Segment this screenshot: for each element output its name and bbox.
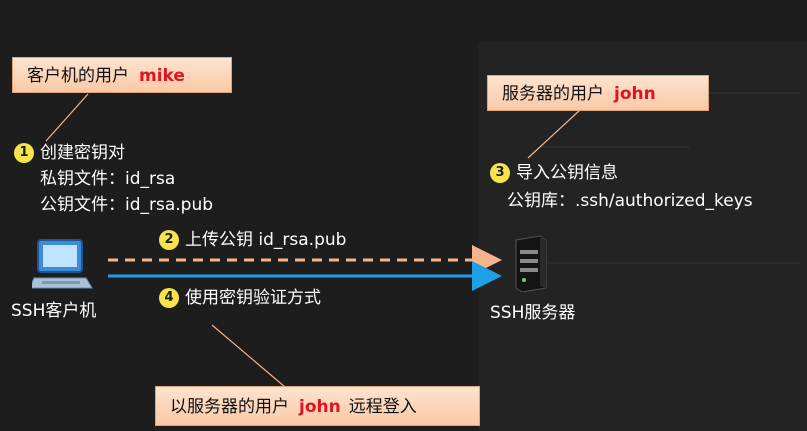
- step4-text: 使用密钥验证方式: [185, 288, 321, 308]
- login-username: john: [299, 397, 341, 417]
- step1-private-key: 私钥文件：id_rsa: [40, 169, 176, 189]
- login-callout: 以服务器的用户 john 远程登入: [155, 386, 480, 426]
- step3-key-store: 公钥库：.ssh/authorized_keys: [507, 191, 753, 211]
- step1-public-key: 公钥文件：id_rsa.pub: [40, 195, 214, 215]
- server-username: john: [614, 84, 656, 104]
- step1-title-text: 创建密钥对: [40, 143, 125, 163]
- client-username: mike: [139, 66, 185, 86]
- step3-title: 3 导入公钥信息: [490, 160, 618, 186]
- server-callout-pointer: [527, 109, 581, 159]
- server-user-prefix: 服务器的用户: [502, 84, 604, 104]
- login-suffix: 远程登入: [348, 397, 417, 417]
- server-label: SSH服务器: [490, 303, 576, 323]
- step4-badge: 4: [159, 288, 179, 308]
- client-user-prefix: 客户机的用户: [27, 66, 129, 86]
- step1-badge: 1: [14, 143, 34, 163]
- background-line: [540, 146, 690, 148]
- login-prefix: 以服务器的用户: [170, 397, 289, 417]
- step1-title: 1 创建密钥对: [14, 140, 125, 166]
- computer-icon: [32, 239, 93, 289]
- step2-label: 2 上传公钥 id_rsa.pub: [159, 227, 346, 253]
- login-callout-pointer: [211, 324, 286, 388]
- step3-badge: 3: [490, 163, 510, 183]
- step4-label: 4 使用密钥验证方式: [159, 285, 321, 311]
- server-user-callout: 服务器的用户 john: [487, 75, 709, 111]
- background-line: [520, 262, 800, 264]
- client-label: SSH客户机: [11, 301, 97, 321]
- server-tower-icon: [515, 235, 547, 292]
- client-user-callout: 客户机的用户 mike: [12, 57, 232, 93]
- step2-text: 上传公钥 id_rsa.pub: [185, 230, 347, 250]
- step2-badge: 2: [159, 230, 179, 250]
- step3-title-text: 导入公钥信息: [516, 163, 618, 183]
- client-callout-pointer: [45, 93, 89, 142]
